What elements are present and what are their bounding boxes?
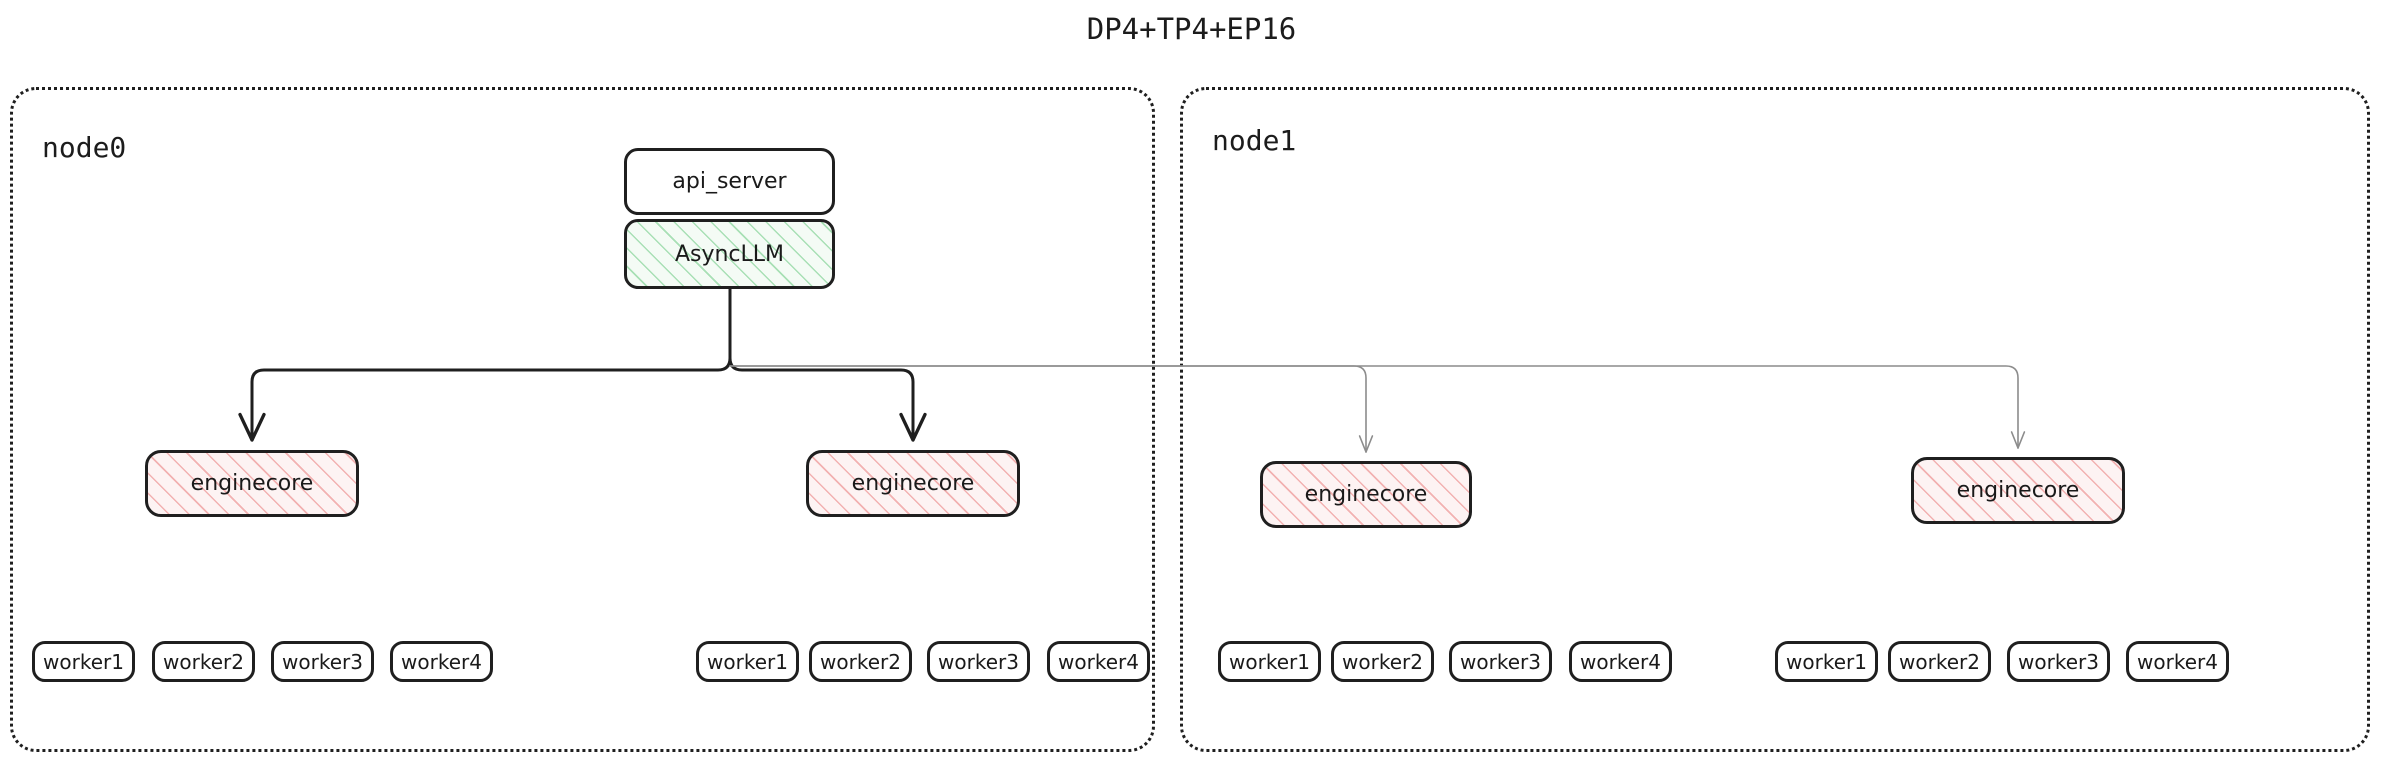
enginecore-label: enginecore	[851, 471, 975, 496]
worker-box-node0-g1-3[interactable]: worker3	[271, 641, 374, 682]
worker-box-node0-g2-2[interactable]: worker2	[809, 641, 912, 682]
worker-box-node0-g2-3[interactable]: worker3	[927, 641, 1030, 682]
worker-label: worker1	[1786, 649, 1867, 674]
worker-label: worker3	[2018, 649, 2099, 674]
worker-label: worker1	[1229, 649, 1310, 674]
worker-label: worker3	[1460, 649, 1541, 674]
enginecore-label: enginecore	[1956, 478, 2080, 503]
service-box-api-server[interactable]: api_server	[624, 148, 835, 215]
enginecore-box-node0-2[interactable]: enginecore	[806, 450, 1020, 517]
worker-box-node1-g2-1[interactable]: worker1	[1775, 641, 1878, 682]
service-label-api-server: api_server	[672, 169, 787, 194]
worker-label: worker4	[401, 649, 482, 674]
page-title: DP4+TP4+EP16	[1086, 12, 1297, 46]
worker-box-node1-g1-4[interactable]: worker4	[1569, 641, 1672, 682]
worker-box-node1-g2-2[interactable]: worker2	[1888, 641, 1991, 682]
service-label-asyncllm: AsyncLLM	[674, 241, 785, 267]
worker-box-node0-g1-1[interactable]: worker1	[32, 641, 135, 682]
worker-label: worker3	[938, 649, 1019, 674]
worker-label: worker2	[163, 649, 244, 674]
worker-label: worker1	[707, 649, 788, 674]
worker-label: worker1	[43, 649, 124, 674]
worker-box-node1-g2-4[interactable]: worker4	[2126, 641, 2229, 682]
worker-label: worker2	[1342, 649, 1423, 674]
enginecore-box-node0-1[interactable]: enginecore	[145, 450, 359, 517]
worker-label: worker4	[1580, 649, 1661, 674]
worker-box-node1-g2-3[interactable]: worker3	[2007, 641, 2110, 682]
worker-label: worker3	[282, 649, 363, 674]
enginecore-label: enginecore	[1304, 482, 1428, 507]
node-label-node1: node1	[1212, 124, 1297, 157]
enginecore-box-node1-1[interactable]: enginecore	[1260, 461, 1472, 528]
enginecore-box-node1-2[interactable]: enginecore	[1911, 457, 2125, 524]
worker-box-node0-g2-4[interactable]: worker4	[1047, 641, 1150, 682]
worker-box-node1-g1-1[interactable]: worker1	[1218, 641, 1321, 682]
service-box-asyncllm[interactable]: AsyncLLM	[624, 219, 835, 289]
worker-label: worker2	[820, 649, 901, 674]
worker-box-node0-g1-4[interactable]: worker4	[390, 641, 493, 682]
worker-box-node1-g1-3[interactable]: worker3	[1449, 641, 1552, 682]
worker-label: worker2	[1899, 649, 1980, 674]
worker-box-node1-g1-2[interactable]: worker2	[1331, 641, 1434, 682]
worker-box-node0-g1-2[interactable]: worker2	[152, 641, 255, 682]
enginecore-label: enginecore	[190, 471, 314, 496]
worker-label: worker4	[2137, 649, 2218, 674]
worker-label: worker4	[1058, 649, 1139, 674]
worker-box-node0-g2-1[interactable]: worker1	[696, 641, 799, 682]
node-label-node0: node0	[42, 131, 127, 164]
